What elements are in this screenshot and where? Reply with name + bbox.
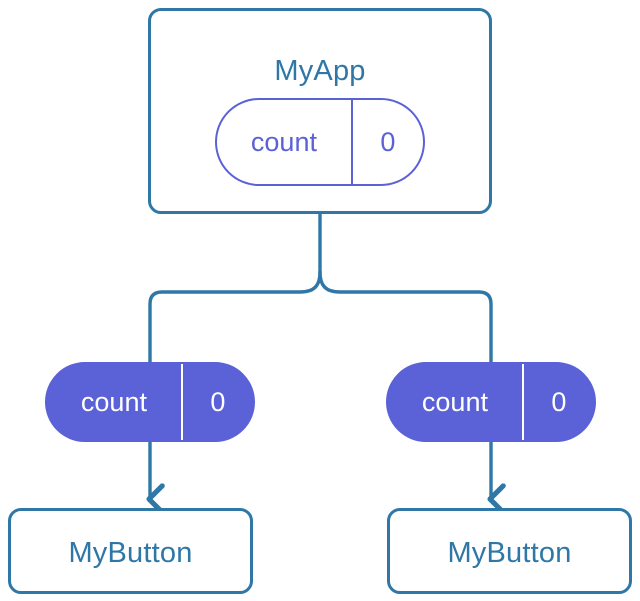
state-pill-value: 0 <box>350 100 423 184</box>
prop-pill-value: 0 <box>180 364 253 440</box>
component-box-mybutton-left[interactable]: MyButton <box>8 508 253 594</box>
prop-pill-left[interactable]: count 0 <box>45 362 255 442</box>
component-label-mybutton-left: MyButton <box>68 537 193 569</box>
prop-pill-key: count <box>80 386 147 417</box>
component-label-mybutton-right: MyButton <box>447 537 572 569</box>
prop-pill-right[interactable]: count 0 <box>386 362 596 442</box>
component-box-mybutton-right[interactable]: MyButton <box>387 508 632 594</box>
prop-pill-value: 0 <box>521 364 594 440</box>
state-pill-key: count <box>250 126 317 157</box>
prop-pill-key: count <box>421 386 488 417</box>
state-pill-myapp[interactable]: count 0 <box>215 98 425 186</box>
component-label-myapp: MyApp <box>274 55 366 87</box>
